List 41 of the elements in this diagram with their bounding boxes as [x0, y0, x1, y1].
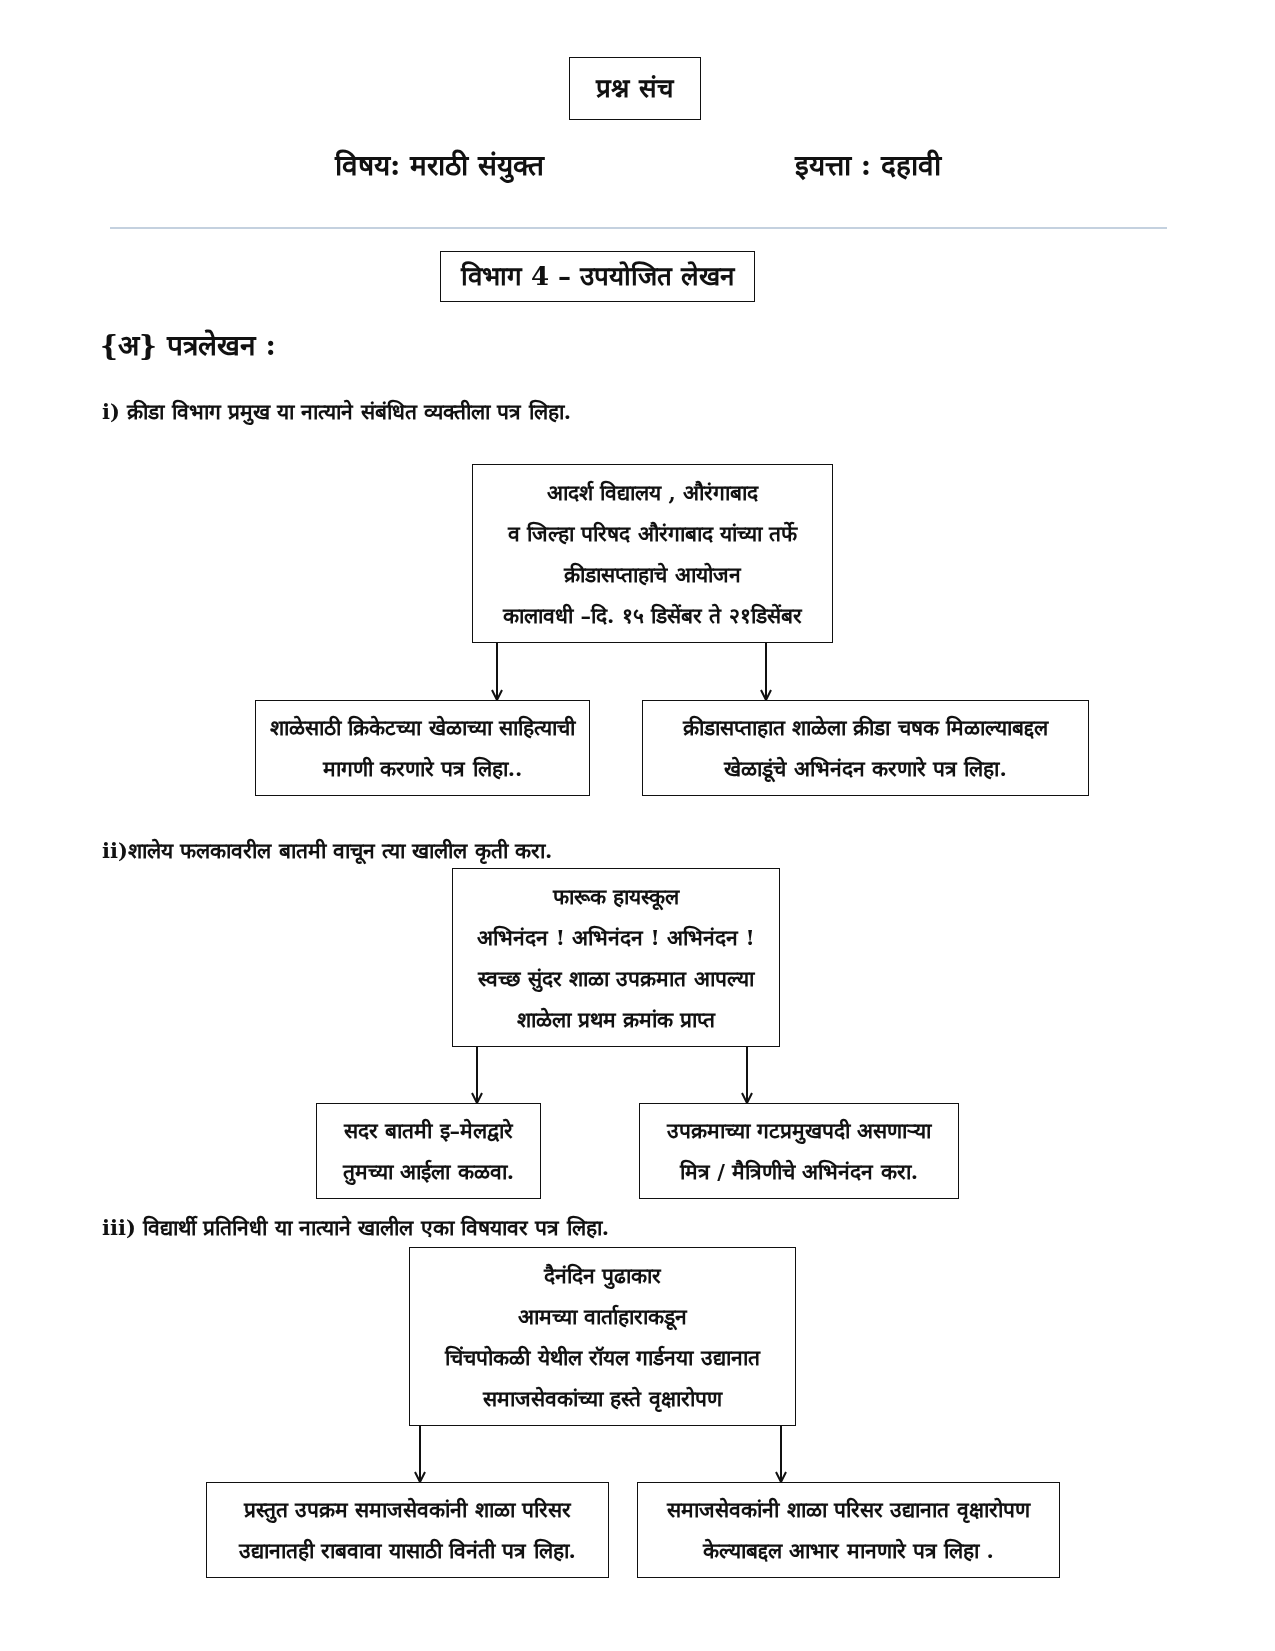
task-box	[642, 700, 1089, 796]
arrow	[741, 1046, 753, 1104]
arrow	[775, 1425, 787, 1483]
notice-box	[472, 464, 833, 643]
notice-text: स्वच्छ सुंदर शाळा उपक्रमात आपल्या शाळेला प्रथम क्रमांक प्राप्त	[476, 964, 756, 1034]
task-box	[316, 1103, 541, 1199]
question-text: i) क्रीडा विभाग प्रमुख या नात्याने संबंधित व्यक्तीला पत्र लिहा.	[102, 398, 572, 425]
task-box	[637, 1482, 1060, 1578]
arrow	[414, 1425, 426, 1483]
arrow	[491, 642, 503, 701]
notice-text: अभिनंदन ! अभिनंदन ! अभिनंदन !	[477, 923, 755, 952]
notice-text: चिंचपोकळी येथील रॉयल गार्डनया उद्यानात समाजसेवकांच्या हस्ते वृक्षारोपण	[443, 1343, 762, 1414]
class-text: इयत्ता : दहावी	[795, 148, 941, 183]
task-box	[206, 1482, 609, 1578]
task-text: समाजसेवकांनी शाळा परिसर उद्यानात वृक्षारोपण केल्याबद्दल आभार मानणारे पत्र लिहा .	[665, 1496, 1032, 1565]
section-heading: {अ} पत्रलेखन :	[100, 328, 276, 363]
task-box	[639, 1103, 959, 1199]
question-text: iii) विद्यार्थी प्रतिनिधी या नात्याने खालील एका विषयावर पत्र लिहा.	[102, 1214, 609, 1241]
notice-text: व जिल्हा परिषद औरंगाबाद यांच्या तर्फे	[507, 519, 798, 548]
arrow	[471, 1046, 483, 1104]
heading-box	[440, 251, 755, 302]
subject-text: विषय: मराठी संयुक्त	[335, 148, 544, 183]
notice-text: आदर्श विद्यालय , औरंगाबाद	[546, 478, 759, 507]
task-box	[255, 700, 590, 796]
notice-text: कालावधी –दि. १५ डिसेंबर ते २१डिसेंबर	[503, 601, 802, 630]
notice-text: दैनंदिन पुढाकार	[543, 1261, 662, 1291]
heading-text: प्रश्न संच	[596, 72, 674, 105]
notice-text: क्रीडासप्ताहाचे आयोजन	[564, 560, 741, 589]
task-text: शाळेसाठी क्रिकेटच्या खेळाच्या साहित्याची मागणी करणारे पत्र लिहा..	[269, 714, 577, 783]
question-text: ii)शालेय फलकावरील बातमी वाचून त्या खालील कृती करा.	[102, 837, 553, 864]
heading-text: विभाग 4 – उपयोजित लेखन	[460, 260, 735, 293]
heading-box	[569, 57, 701, 120]
notice-text: फारूक हायस्कूल	[552, 882, 680, 912]
arrow	[760, 642, 772, 701]
notice-box	[452, 868, 780, 1047]
task-text: सदर बातमी इ–मेलद्वारे तुमच्या आईला कळवा.	[341, 1117, 515, 1187]
task-text: उपक्रमाच्या गटप्रमुखपदी असणाऱ्या मित्र / मैत्रिणीचे अभिनंदन करा.	[665, 1117, 933, 1186]
task-text: क्रीडासप्ताहात शाळेला क्रीडा चषक मिळाल्याबद्दल खेळाडूंचे अभिनंदन करणारे पत्र लिहा.	[681, 714, 1050, 784]
notice-text: आमच्या वार्ताहाराकडून	[517, 1302, 688, 1332]
notice-box	[409, 1247, 796, 1426]
task-text: प्रस्तुत उपक्रम समाजसेवकांनी शाळा परिसर उद्यानातही राबवावा यासाठी विनंती पत्र लिहा.	[237, 1496, 577, 1565]
